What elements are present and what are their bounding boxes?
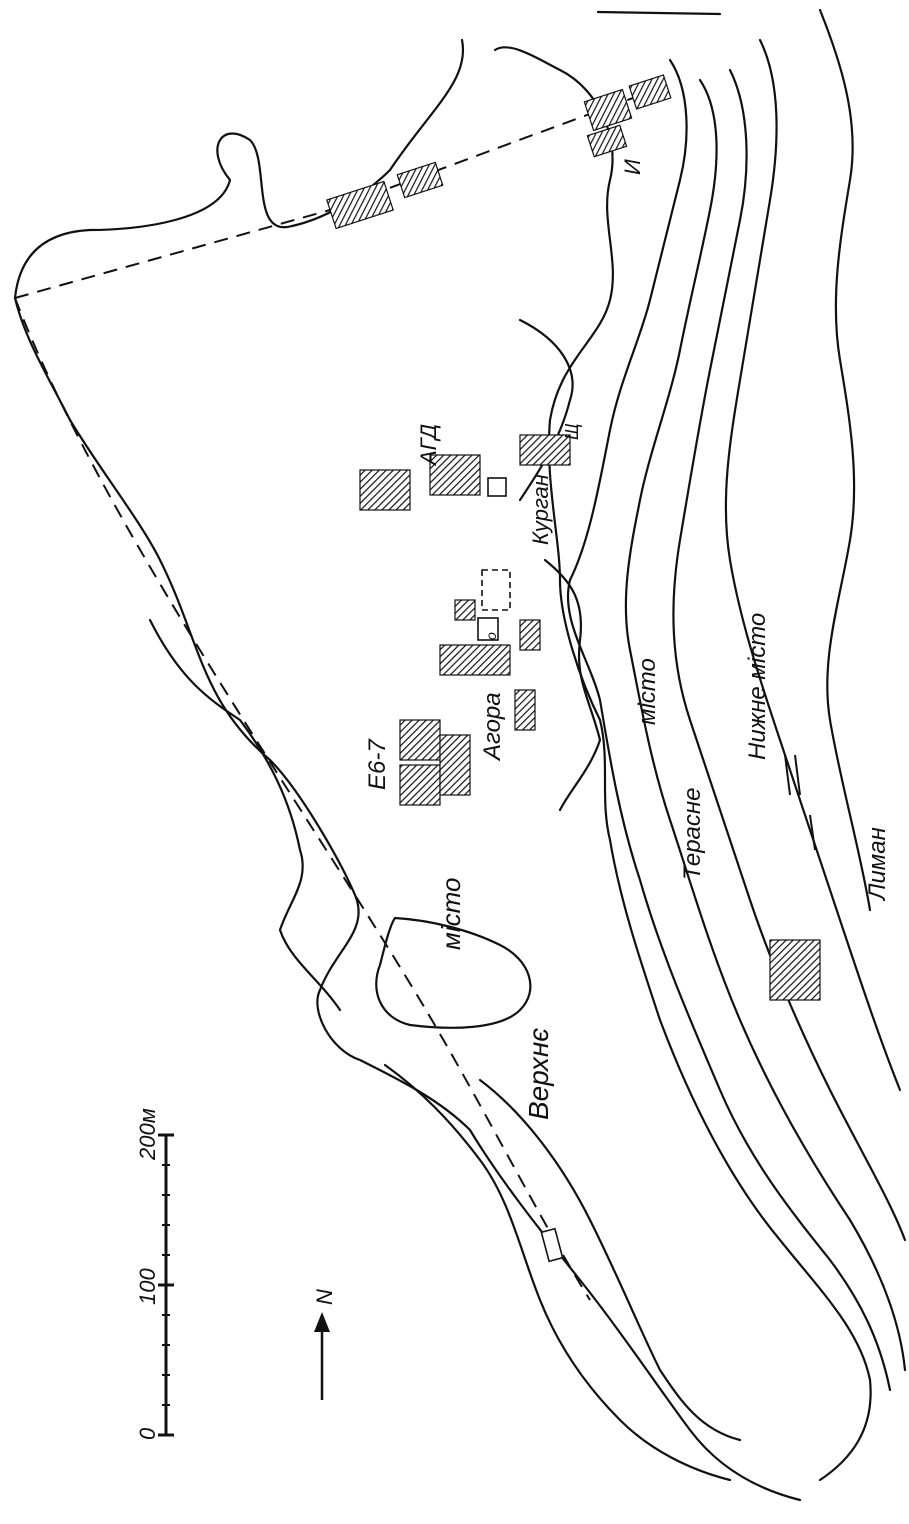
map-labels: Верхнє місто Агора Е6-7 АГД Курган Терас… xyxy=(364,159,891,1120)
label-misto-upper: місто xyxy=(436,878,466,950)
building-agora-2 xyxy=(454,599,476,621)
building-ne-1 xyxy=(583,88,633,132)
scale-label-100: 100 xyxy=(135,1268,160,1305)
label-verkhne: Верхнє xyxy=(523,1028,554,1120)
contour-lower-city xyxy=(724,38,902,1092)
north-label: N xyxy=(312,1289,337,1305)
building-agd-2 xyxy=(519,434,571,466)
building-open-sw xyxy=(540,1227,564,1263)
city-wall xyxy=(14,87,661,1301)
label-o: о xyxy=(483,632,499,640)
label-terasne: Терасне xyxy=(679,788,706,880)
building-agd-1 xyxy=(429,454,481,496)
contour-terrace-1 xyxy=(493,46,872,1482)
building-e67-3 xyxy=(439,734,471,796)
scale-bar: 0 100 200м xyxy=(135,1108,174,1440)
building-south-2 xyxy=(519,619,541,651)
label-e67: Е6-7 xyxy=(364,738,391,790)
scale-label-0: 0 xyxy=(135,1427,160,1440)
building-open-o xyxy=(477,617,499,641)
contour-liman-shore xyxy=(818,8,872,912)
building-ne-3 xyxy=(586,124,628,158)
building-e67-1 xyxy=(399,719,441,761)
buildings xyxy=(326,74,821,1263)
contour-inner-terrace xyxy=(518,318,602,812)
building-lower-1 xyxy=(769,939,821,1001)
contour-sw-1 xyxy=(383,1063,732,1482)
label-shch: Щ xyxy=(562,423,582,440)
building-agora-1 xyxy=(439,644,511,676)
label-kurgan: Курган xyxy=(528,474,553,545)
building-e67-2 xyxy=(399,764,441,806)
label-nyzhne-misto: Нижне місто xyxy=(744,613,771,760)
building-south-1 xyxy=(514,689,536,731)
building-agd-3 xyxy=(359,469,411,511)
building-ne-2 xyxy=(628,74,672,110)
label-lyman: Лиман xyxy=(864,827,891,902)
label-i: И xyxy=(620,159,645,175)
contour-misto-loop xyxy=(375,916,532,1029)
building-dashed xyxy=(481,569,511,611)
building-open-kurgan xyxy=(487,477,507,497)
label-agora: Агора xyxy=(479,692,506,762)
lower-city-features xyxy=(784,754,816,851)
north-arrow: N xyxy=(312,1289,337,1400)
building-n-2 xyxy=(396,161,444,199)
terrain-contours xyxy=(13,8,907,1502)
contour-sw-2 xyxy=(478,1078,742,1442)
contour-terrace-2 xyxy=(566,58,892,1392)
contour-terrace-3 xyxy=(624,78,907,1372)
contour-west-1 xyxy=(148,618,342,1012)
scale-label-200: 200м xyxy=(135,1108,160,1161)
label-agd: АГД xyxy=(416,424,441,467)
contour-upper-edge xyxy=(13,10,802,1502)
contour-terrace-4 xyxy=(672,68,907,1242)
building-n-1 xyxy=(326,180,394,230)
label-misto-terrace: місто xyxy=(634,658,661,725)
